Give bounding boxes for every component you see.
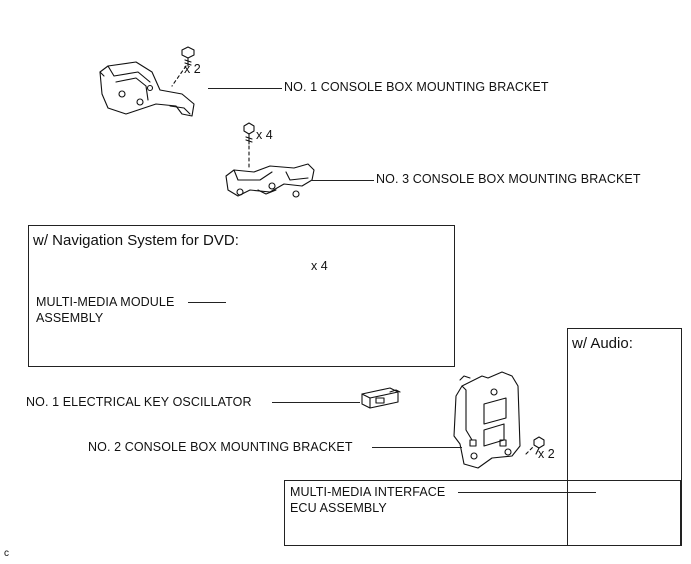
- console-bracket-3-drawing: [225, 163, 315, 198]
- module-leader-line: [188, 302, 226, 303]
- bracket-1-leader-line: [208, 88, 282, 89]
- audio-box-title: w/ Audio:: [572, 335, 633, 352]
- bracket-3-leader-line: [312, 180, 374, 181]
- bolt-icon: [243, 122, 255, 171]
- key-oscillator-label: NO. 1 ELECTRICAL KEY OSCILLATOR: [26, 395, 252, 409]
- interface-ecu-label-area: [284, 480, 681, 546]
- oscillator-leader-line: [272, 402, 360, 403]
- navigation-box-title: w/ Navigation System for DVD:: [33, 232, 239, 249]
- bracket-1-quantity: x 2: [184, 62, 201, 76]
- console-bracket-1-drawing: [99, 61, 195, 117]
- ecu-leader-line: [458, 492, 596, 493]
- audio-box: w/ Audio:: [567, 328, 682, 546]
- console-bracket-1-label: NO. 1 CONSOLE BOX MOUNTING BRACKET: [284, 80, 549, 94]
- key-oscillator-drawing: [361, 387, 401, 409]
- bolt-icon: [181, 46, 195, 67]
- multimedia-module-label-line1: MULTI-MEDIA MODULE: [36, 295, 175, 309]
- module-quantity: x 4: [311, 259, 328, 273]
- console-bracket-2-drawing: [453, 371, 535, 469]
- bolt-icon: [533, 436, 545, 455]
- console-bracket-2-label: NO. 2 CONSOLE BOX MOUNTING BRACKET: [88, 440, 353, 454]
- interface-ecu-label-line2: ECU ASSEMBLY: [290, 501, 387, 515]
- bracket-2-quantity: x 2: [538, 447, 555, 461]
- interface-ecu-label-line1: MULTI-MEDIA INTERFACE: [290, 485, 446, 499]
- bracket-2-leader-line: [372, 447, 462, 448]
- navigation-system-box: w/ Navigation System for DVD:: [28, 225, 455, 367]
- bracket-3-quantity: x 4: [256, 128, 273, 142]
- console-bracket-3-label: NO. 3 CONSOLE BOX MOUNTING BRACKET: [376, 172, 641, 186]
- multimedia-module-label-line2: ASSEMBLY: [36, 311, 104, 325]
- figure-code: c: [4, 548, 9, 559]
